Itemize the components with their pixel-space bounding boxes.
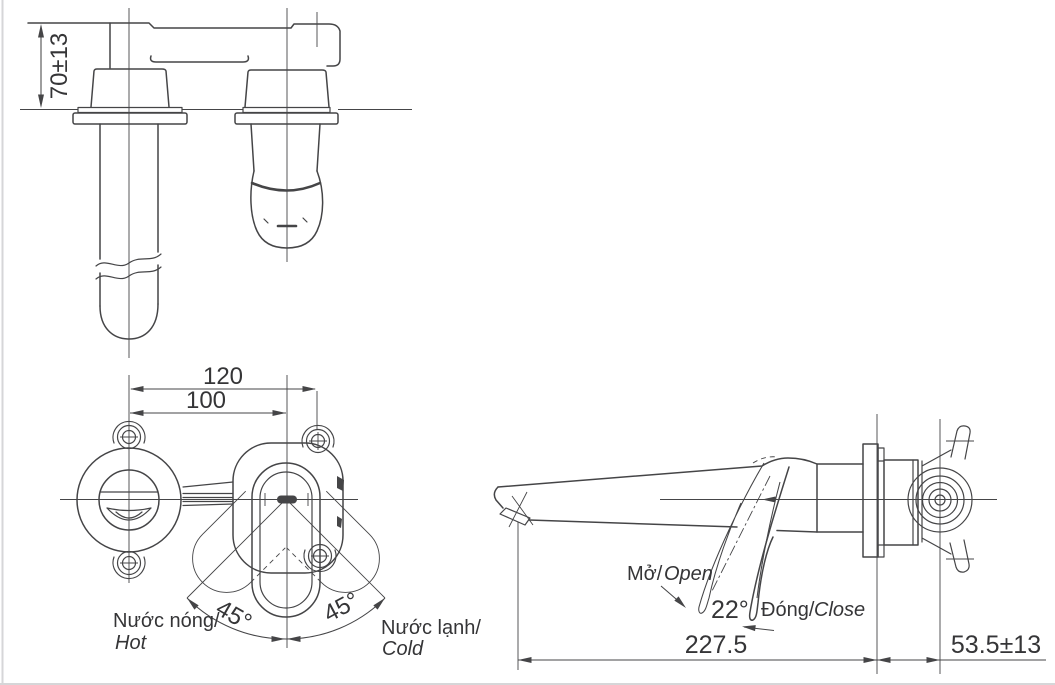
dim-53-5: 53.5±13: [951, 631, 1041, 659]
open-label-vi: Mở/: [627, 563, 663, 585]
arrow: [130, 386, 144, 392]
aerator-tip: [499, 507, 531, 526]
handle-flange: [234, 112, 339, 125]
arrow: [130, 410, 144, 416]
spout-gasket: [77, 106, 183, 114]
handle-lever-hot-position: [192, 490, 286, 593]
top-view: 70±13: [20, 8, 412, 358]
dim-100: 100: [186, 387, 226, 414]
embed-depth-dimension: 53.5±13: [877, 631, 1046, 663]
side-view: Mở/ Open 22° Đóng/ Close 227.5 53.5±13: [493, 414, 1046, 674]
arrow: [762, 496, 776, 503]
open-label-en: Open: [664, 563, 713, 585]
reach-dimension: 227.5: [518, 631, 877, 663]
handle-waist-line: [250, 181, 322, 192]
arrow: [863, 657, 877, 663]
arrow: [38, 24, 44, 38]
arrow: [877, 657, 891, 663]
handle-lever-closed: [251, 462, 321, 618]
arrow: [741, 623, 756, 632]
dim-45-right: 45°: [319, 587, 364, 628]
arrow: [302, 386, 316, 392]
close-label-en: Close: [814, 599, 865, 621]
body-outline: [27, 22, 341, 67]
arrow: [674, 596, 689, 611]
body-underside: [149, 55, 250, 63]
cold-label-vi: Nước lạnh/: [381, 617, 481, 639]
front-view: 120 100: [60, 363, 481, 660]
swing-centerlines: [186, 498, 386, 599]
cold-label-en: Cold: [382, 638, 424, 660]
handle-gasket: [242, 106, 331, 114]
spacing-dimensions: 120 100: [130, 363, 318, 429]
spout-post: [90, 68, 170, 108]
dim-120: 120: [203, 363, 243, 390]
depth-dimension: 70±13: [38, 24, 73, 108]
hot-label-vi: Nước nóng/: [113, 610, 220, 632]
close-label-vi: Đóng/: [761, 599, 815, 621]
arrow: [518, 657, 532, 663]
spout-tube: [95, 123, 162, 340]
arrow: [926, 657, 940, 663]
dim-227-5: 227.5: [685, 631, 748, 659]
side-handle-closed: [748, 466, 790, 621]
spout-flange: [72, 112, 188, 125]
arrow: [272, 410, 286, 416]
handle-post: [244, 69, 330, 108]
connector-body: [182, 481, 234, 507]
spout-side: [493, 457, 818, 533]
handle-lever-cold-position: [286, 490, 380, 593]
dim-22: 22°: [711, 596, 749, 624]
dim-depth: 70±13: [46, 33, 73, 100]
arrow: [271, 636, 285, 642]
open-close-annotations: Mở/ Open 22° Đóng/ Close: [627, 563, 865, 632]
side-handle-open: [698, 456, 778, 614]
valve-body-side: [816, 443, 952, 558]
hot-label-en: Hot: [115, 632, 148, 654]
arrow: [287, 636, 301, 642]
arrow: [38, 94, 44, 108]
